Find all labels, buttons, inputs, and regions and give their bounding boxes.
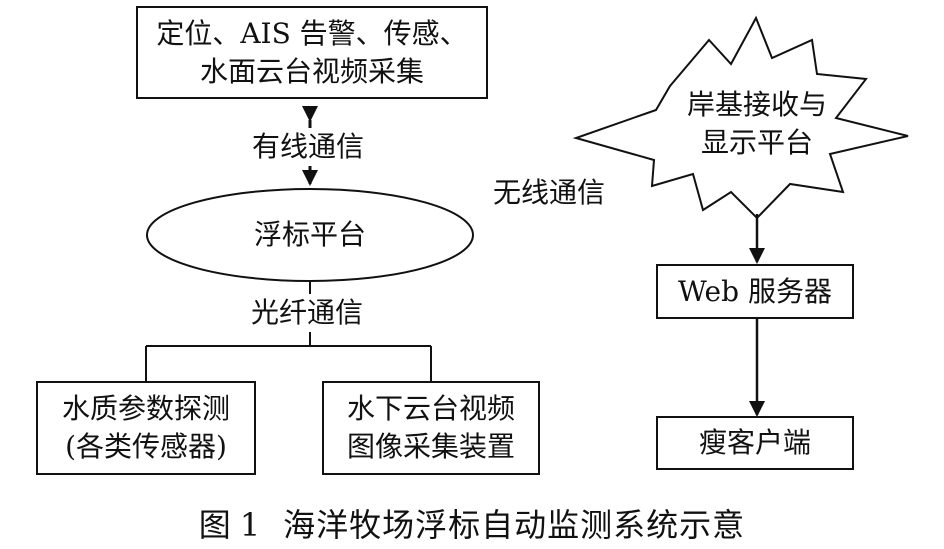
caption-number: 1 <box>239 506 262 544</box>
web-server-label: Web 服务器 <box>678 274 832 308</box>
buoy-platform-label: 浮标平台 <box>253 218 366 251</box>
water-quality-label: 水质参数探测 (各类传感器) <box>61 392 230 463</box>
underwater-video-label: 水下云台视频 图像采集装置 <box>346 392 515 463</box>
water-quality-node: 水质参数探测 (各类传感器) <box>36 381 256 475</box>
wired-link-label: 有线通信 <box>250 128 367 166</box>
sensing-node-label: 定位、AIS 告警、传感、 水面云台视频采集 <box>156 16 468 88</box>
thin-client-node: 瘦客户端 <box>656 416 854 470</box>
shore-platform-star <box>572 15 909 220</box>
sensing-node: 定位、AIS 告警、传感、 水面云台视频采集 <box>136 6 488 99</box>
shore-platform-label: 岸基接收与 显示平台 <box>686 88 827 159</box>
caption-text: 海洋牧场浮标自动监测系统示意 <box>283 506 746 544</box>
wireless-link-label: 无线通信 <box>493 176 606 209</box>
buoy-platform-ellipse <box>146 188 474 282</box>
fiber-link-label: 光纤通信 <box>249 294 366 332</box>
thin-client-label: 瘦客户端 <box>698 426 811 459</box>
caption-label: 图 <box>198 506 232 544</box>
web-server-node: Web 服务器 <box>656 264 854 319</box>
underwater-video-node: 水下云台视频 图像采集装置 <box>322 381 540 475</box>
